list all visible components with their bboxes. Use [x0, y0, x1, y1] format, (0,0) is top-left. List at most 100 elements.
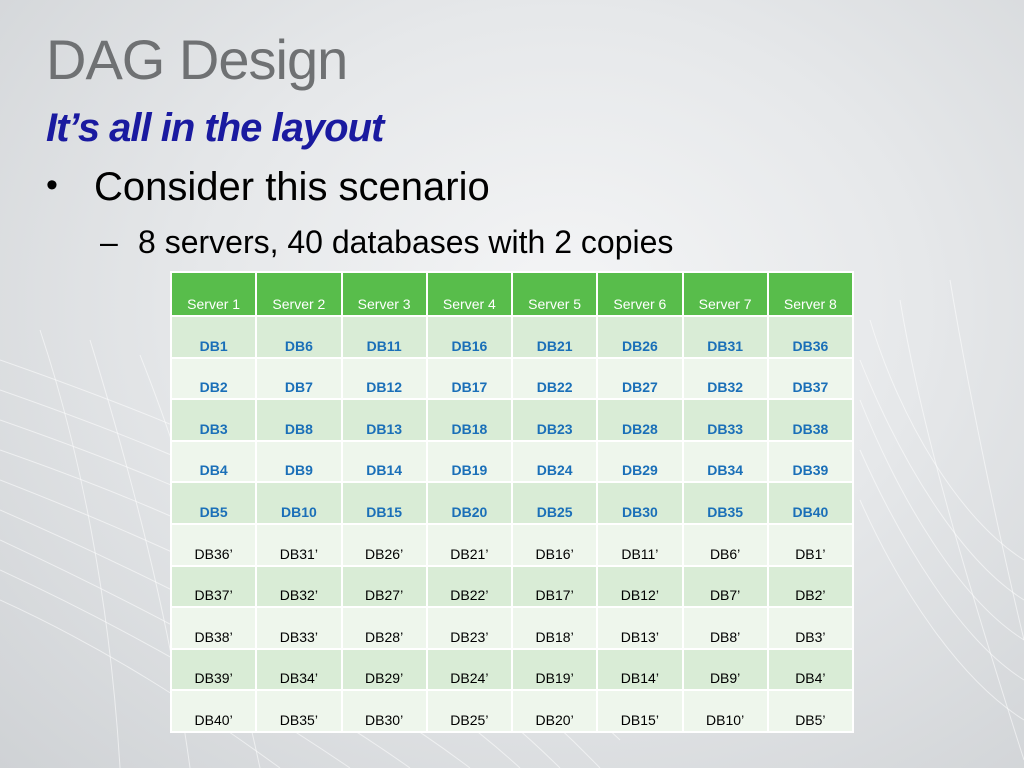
table-cell: DB23: [510, 398, 599, 442]
header-server-6: Server 6: [596, 271, 684, 317]
table-cell: DB32’: [255, 564, 343, 609]
sub-bullet-marker: –: [100, 224, 118, 260]
table-cell: DB33: [681, 398, 769, 442]
slide-title: DAG Design: [46, 28, 348, 91]
header-server-8: Server 8: [766, 271, 855, 317]
table-cell: DB24’: [425, 647, 514, 692]
table-cell: DB16: [425, 315, 514, 359]
slide-subtitle: It’s all in the layout: [46, 106, 384, 150]
table-cell: DB18: [425, 398, 514, 442]
table-cell: DB2’: [766, 564, 855, 609]
table-cell: DB36’: [169, 522, 258, 567]
table-cell: DB40: [766, 481, 855, 525]
sub-bullet-text: 8 servers, 40 databases with 2 copies: [138, 224, 674, 260]
table-cell: DB12’: [596, 564, 684, 609]
table-cell: DB6: [255, 315, 343, 359]
table-cell: DB7: [255, 356, 343, 401]
table-cell: DB4’: [766, 647, 855, 692]
header-server-3: Server 3: [340, 271, 428, 317]
bullet-marker: •: [46, 166, 58, 204]
bullet-text: Consider this scenario: [94, 165, 490, 209]
table-cell: DB33’: [255, 606, 343, 650]
table-cell: DB1’: [766, 522, 855, 567]
table-row: DB39’ DB34’ DB29’ DB24’ DB19’ DB14’ DB9’…: [169, 647, 855, 692]
table-cell: DB14: [340, 439, 428, 484]
table-cell: DB36: [766, 315, 855, 359]
table-cell: DB38: [766, 398, 855, 442]
table-cell: DB37: [766, 356, 855, 401]
table-cell: DB3: [169, 398, 258, 442]
table-cell: DB22: [510, 356, 599, 401]
table-cell: DB17’: [510, 564, 599, 609]
table-cell: DB27: [596, 356, 684, 401]
table-cell: DB4: [169, 439, 258, 484]
table-cell: DB31’: [255, 522, 343, 567]
table-cell: DB40’: [169, 689, 258, 733]
table-cell: DB29’: [340, 647, 428, 692]
table-row: DB1 DB6 DB11 DB16 DB21 DB26 DB31 DB36: [169, 315, 855, 359]
table-row: DB3 DB8 DB13 DB18 DB23 DB28 DB33 DB38: [169, 398, 855, 442]
table-cell: DB27’: [340, 564, 428, 609]
table-cell: DB26’: [340, 522, 428, 567]
table-cell: DB32: [681, 356, 769, 401]
table-cell: DB10: [255, 481, 343, 525]
table-cell: DB15: [340, 481, 428, 525]
table-cell: DB2: [169, 356, 258, 401]
table-cell: DB26: [596, 315, 684, 359]
table-cell: DB19’: [510, 647, 599, 692]
table-cell: DB23’: [425, 606, 514, 650]
table-cell: DB35: [681, 481, 769, 525]
table-cell: DB25’: [425, 689, 514, 733]
table-row: DB4 DB9 DB14 DB19 DB24 DB29 DB34 DB39: [169, 439, 855, 484]
table-cell: DB29: [596, 439, 684, 484]
table-cell: DB11: [340, 315, 428, 359]
table-cell: DB9: [255, 439, 343, 484]
header-server-2: Server 2: [255, 271, 343, 317]
table-cell: DB39’: [169, 647, 258, 692]
table-cell: DB30’: [340, 689, 428, 733]
table-cell: DB1: [169, 315, 258, 359]
table-cell: DB17: [425, 356, 514, 401]
table-cell: DB21: [510, 315, 599, 359]
table-row: DB37’ DB32’ DB27’ DB22’ DB17’ DB12’ DB7’…: [169, 564, 855, 609]
header-server-7: Server 7: [681, 271, 769, 317]
table-cell: DB22’: [425, 564, 514, 609]
table-cell: DB35’: [255, 689, 343, 733]
table-cell: DB13’: [596, 606, 684, 650]
table-cell: DB5’: [766, 689, 855, 733]
table-row: DB40’ DB35’ DB30’ DB25’ DB20’ DB15’ DB10…: [169, 689, 855, 733]
table-cell: DB20: [425, 481, 514, 525]
table-row: DB36’ DB31’ DB26’ DB21’ DB16’ DB11’ DB6’…: [169, 522, 855, 567]
table-cell: DB16’: [510, 522, 599, 567]
table-header: Server 1 Server 2 Server 3 Server 4 Serv…: [169, 271, 855, 317]
table-cell: DB15’: [596, 689, 684, 733]
header-server-1: Server 1: [169, 271, 258, 317]
table-cell: DB12: [340, 356, 428, 401]
table-cell: DB8: [255, 398, 343, 442]
table-cell: DB25: [510, 481, 599, 525]
dag-table-container: Server 1 Server 2 Server 3 Server 4 Serv…: [169, 271, 855, 733]
table-row: DB2 DB7 DB12 DB17 DB22 DB27 DB32 DB37: [169, 356, 855, 401]
table-cell: DB30: [596, 481, 684, 525]
table-cell: DB6’: [681, 522, 769, 567]
table-row: DB5 DB10 DB15 DB20 DB25 DB30 DB35 DB40: [169, 481, 855, 525]
table-cell: DB10’: [681, 689, 769, 733]
table-row: DB38’ DB33’ DB28’ DB23’ DB18’ DB13’ DB8’…: [169, 606, 855, 650]
table-cell: DB18’: [510, 606, 599, 650]
table-cell: DB34’: [255, 647, 343, 692]
table-cell: DB31: [681, 315, 769, 359]
table-cell: DB14’: [596, 647, 684, 692]
table-cell: DB7’: [681, 564, 769, 609]
table-cell: DB21’: [425, 522, 514, 567]
dag-layout-table: Server 1 Server 2 Server 3 Server 4 Serv…: [169, 271, 855, 733]
table-cell: DB3’: [766, 606, 855, 650]
table-cell: DB34: [681, 439, 769, 484]
table-cell: DB38’: [169, 606, 258, 650]
table-cell: DB8’: [681, 606, 769, 650]
header-row: Server 1 Server 2 Server 3 Server 4 Serv…: [169, 271, 855, 317]
table-cell: DB11’: [596, 522, 684, 567]
table-cell: DB28: [596, 398, 684, 442]
table-cell: DB13: [340, 398, 428, 442]
table-cell: DB9’: [681, 647, 769, 692]
table-cell: DB39: [766, 439, 855, 484]
